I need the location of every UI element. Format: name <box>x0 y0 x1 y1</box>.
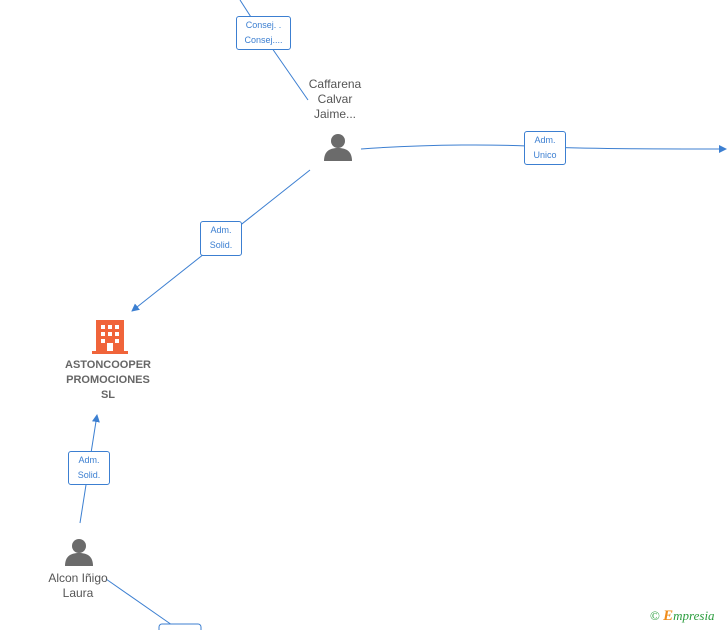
edge-badge-consej[interactable]: Consej. . Consej.... <box>236 16 291 50</box>
badge-line: Unico <box>533 150 557 160</box>
person-icon[interactable] <box>324 134 352 161</box>
badge-line: Solid. <box>209 240 233 250</box>
empresia-watermark: © Empresia <box>650 608 715 625</box>
brand-initial: E <box>663 608 674 624</box>
badge-line: Consej.... <box>244 35 283 45</box>
edge-badge-adm-unico[interactable]: Adm. Unico <box>524 131 566 165</box>
label-line: Calvar <box>317 92 353 106</box>
person-label-caffarena[interactable]: Caffarena Calvar Jaime... <box>290 77 380 122</box>
badge-line: Solid. <box>77 470 101 480</box>
badge-line: Adm. <box>78 455 100 465</box>
edge-badge-adm-solid-top[interactable]: Adm. Solid. <box>200 221 242 256</box>
label-line: PROMOCIONES <box>66 374 150 386</box>
copyright-icon: © <box>650 608 660 623</box>
label-line: Caffarena <box>308 77 362 91</box>
label-line: ASTONCOOPER <box>65 359 151 371</box>
label-line: SL <box>100 389 116 401</box>
building-icon[interactable] <box>92 320 128 354</box>
edge-badge-adm-solid-bottom[interactable]: Adm. Solid. <box>68 451 110 485</box>
badge-line: Adm. <box>534 135 556 145</box>
label-line: Jaime... <box>313 107 356 121</box>
person-icon[interactable] <box>65 539 93 566</box>
person-label-alcon[interactable]: Alcon Iñigo Laura <box>30 571 126 601</box>
badge-line: Adm. <box>210 225 232 235</box>
edge-badge-partial <box>158 623 202 630</box>
brand-name: mpresia <box>673 608 715 623</box>
edge-alcon-out <box>105 578 173 626</box>
company-label-astoncooper[interactable]: ASTONCOOPER PROMOCIONES SL <box>48 358 168 403</box>
label-line: Alcon Iñigo <box>48 571 108 585</box>
badge-line: Consej. . <box>245 20 282 30</box>
label-line: Laura <box>62 586 94 600</box>
